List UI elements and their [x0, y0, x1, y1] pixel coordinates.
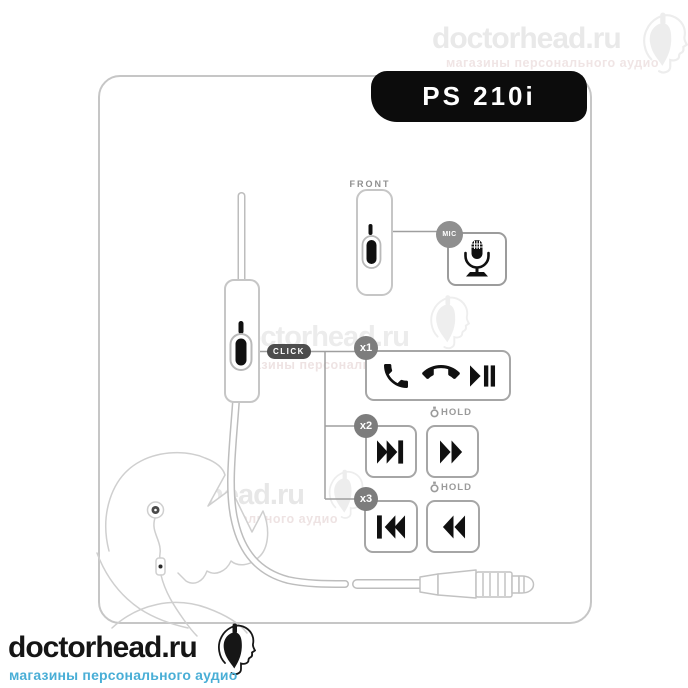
double-click-hold-action-box: [426, 425, 479, 478]
microphone-icon: [464, 240, 490, 277]
inline-remote-on-cable: [224, 279, 260, 403]
remote-button-icon: [235, 338, 247, 366]
fast-forward-icon: [440, 439, 463, 464]
footer-tagline: магазины персонального аудио: [9, 667, 238, 683]
stopwatch-icon: [430, 406, 439, 418]
audio-jack-plug: [419, 569, 535, 599]
product-name: PS 210i: [422, 81, 536, 111]
diagram-frame: [98, 75, 592, 624]
end-call-icon: [422, 364, 460, 379]
mic-hole-icon: [238, 321, 244, 334]
product-name-badge: PS 210i: [371, 71, 587, 122]
press-count-x3: x3: [354, 487, 378, 511]
hold-label: HOLD: [424, 406, 478, 418]
click-label: CLICK: [267, 344, 311, 359]
rewind-icon: [442, 514, 465, 539]
press-count-x2: x2: [354, 414, 378, 438]
watermark-brand-top: doctorhead.ru: [432, 22, 622, 55]
hold-label: HOLD: [424, 481, 478, 493]
mic-hole-icon: [368, 224, 373, 235]
footer-brand: doctorhead.ru: [8, 631, 198, 664]
next-track-icon: [376, 439, 403, 464]
single-click-actions-box: [365, 350, 511, 401]
answer-call-icon: [384, 363, 408, 388]
headphone-cable-bottom: [227, 397, 429, 589]
press-count-x1: x1: [354, 336, 378, 360]
mic-badge: MIC: [436, 221, 463, 248]
play-pause-icon: [470, 364, 496, 387]
inline-remote-front-view: [356, 189, 393, 296]
stopwatch-icon: [430, 481, 439, 493]
front-label: FRONT: [349, 179, 391, 189]
hold-text: HOLD: [441, 481, 472, 493]
triple-click-action-box: [364, 500, 418, 553]
listener-head-illustration: [96, 451, 269, 637]
triple-click-hold-action-box: [426, 500, 480, 553]
hold-text: HOLD: [441, 406, 472, 418]
remote-button-icon: [366, 240, 377, 264]
previous-track-icon: [376, 514, 405, 539]
watermark-tagline-top: магазины персонального аудио: [446, 56, 659, 70]
